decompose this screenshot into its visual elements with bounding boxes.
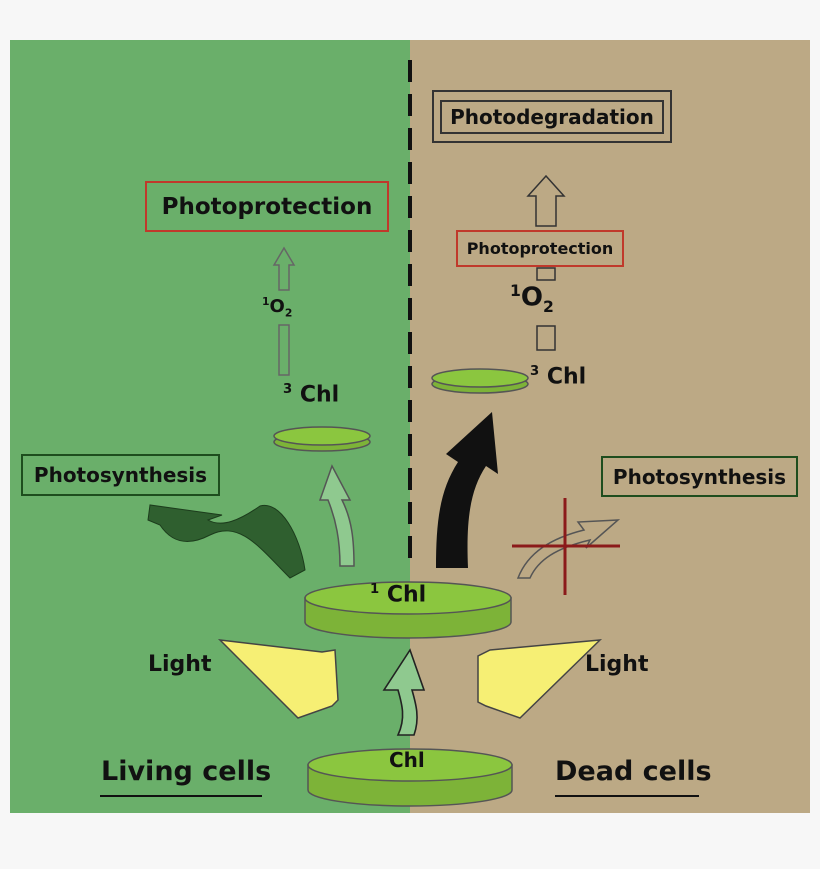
- triplet-arrow-left: [318, 464, 355, 567]
- photodegradation-inner-box: Photodegradation: [440, 99, 664, 134]
- light-arrow-left: [217, 639, 339, 719]
- photosynthesis-label-right: Photosynthesis: [612, 464, 787, 489]
- excitation-arrow: [382, 648, 426, 736]
- photoprotection-arrow-left: [272, 246, 296, 291]
- living-cells-panel: [10, 40, 410, 813]
- o2-bar-right-upper: [536, 267, 556, 281]
- triplet-arrow-right-black: [436, 412, 498, 568]
- light-label-right: Light: [585, 652, 649, 677]
- photodegradation-label: Photodegradation: [450, 104, 654, 129]
- singlet-chl-label: 1 Chl: [370, 582, 427, 608]
- photoprotection-box-left: Photoprotection: [145, 181, 389, 232]
- triplet-disc-left: [273, 426, 371, 446]
- ground-disc: [307, 748, 513, 782]
- o2-label-left: 1O2: [262, 295, 293, 320]
- dead-cells-title: Dead cells: [555, 756, 712, 787]
- photodegradation-arrow-right: [526, 174, 566, 227]
- photoprotection-box-right: Photoprotection: [456, 230, 624, 267]
- singlet-disc: [304, 581, 512, 615]
- triplet-disc-right: [431, 368, 529, 388]
- light-label-left: Light: [148, 652, 212, 677]
- triplet-label-right: 3 Chl: [530, 364, 587, 390]
- photosynthesis-box-left: Photosynthesis: [21, 454, 220, 496]
- light-arrow-right: [477, 639, 603, 719]
- photoprotection-label-left: Photoprotection: [161, 193, 373, 220]
- photoprotection-label-right: Photoprotection: [466, 239, 614, 258]
- blocked-photosynthesis-arrow: [516, 519, 621, 579]
- living-cells-title: Living cells: [101, 756, 272, 787]
- o2-label-right: 1O2: [510, 282, 554, 316]
- photosynthesis-arrow-left: [147, 504, 306, 579]
- photodegradation-box: Photodegradation: [432, 90, 672, 143]
- triplet-label-left: 3 Chl: [283, 382, 340, 408]
- photosynthesis-box-right: Photosynthesis: [601, 456, 798, 497]
- ground-chl-label: Chl: [389, 748, 425, 772]
- o2-bar-right: [536, 325, 556, 351]
- dead-cells-panel: [410, 40, 810, 813]
- o2-bar-left: [278, 324, 290, 376]
- photosynthesis-label-left: Photosynthesis: [33, 463, 208, 487]
